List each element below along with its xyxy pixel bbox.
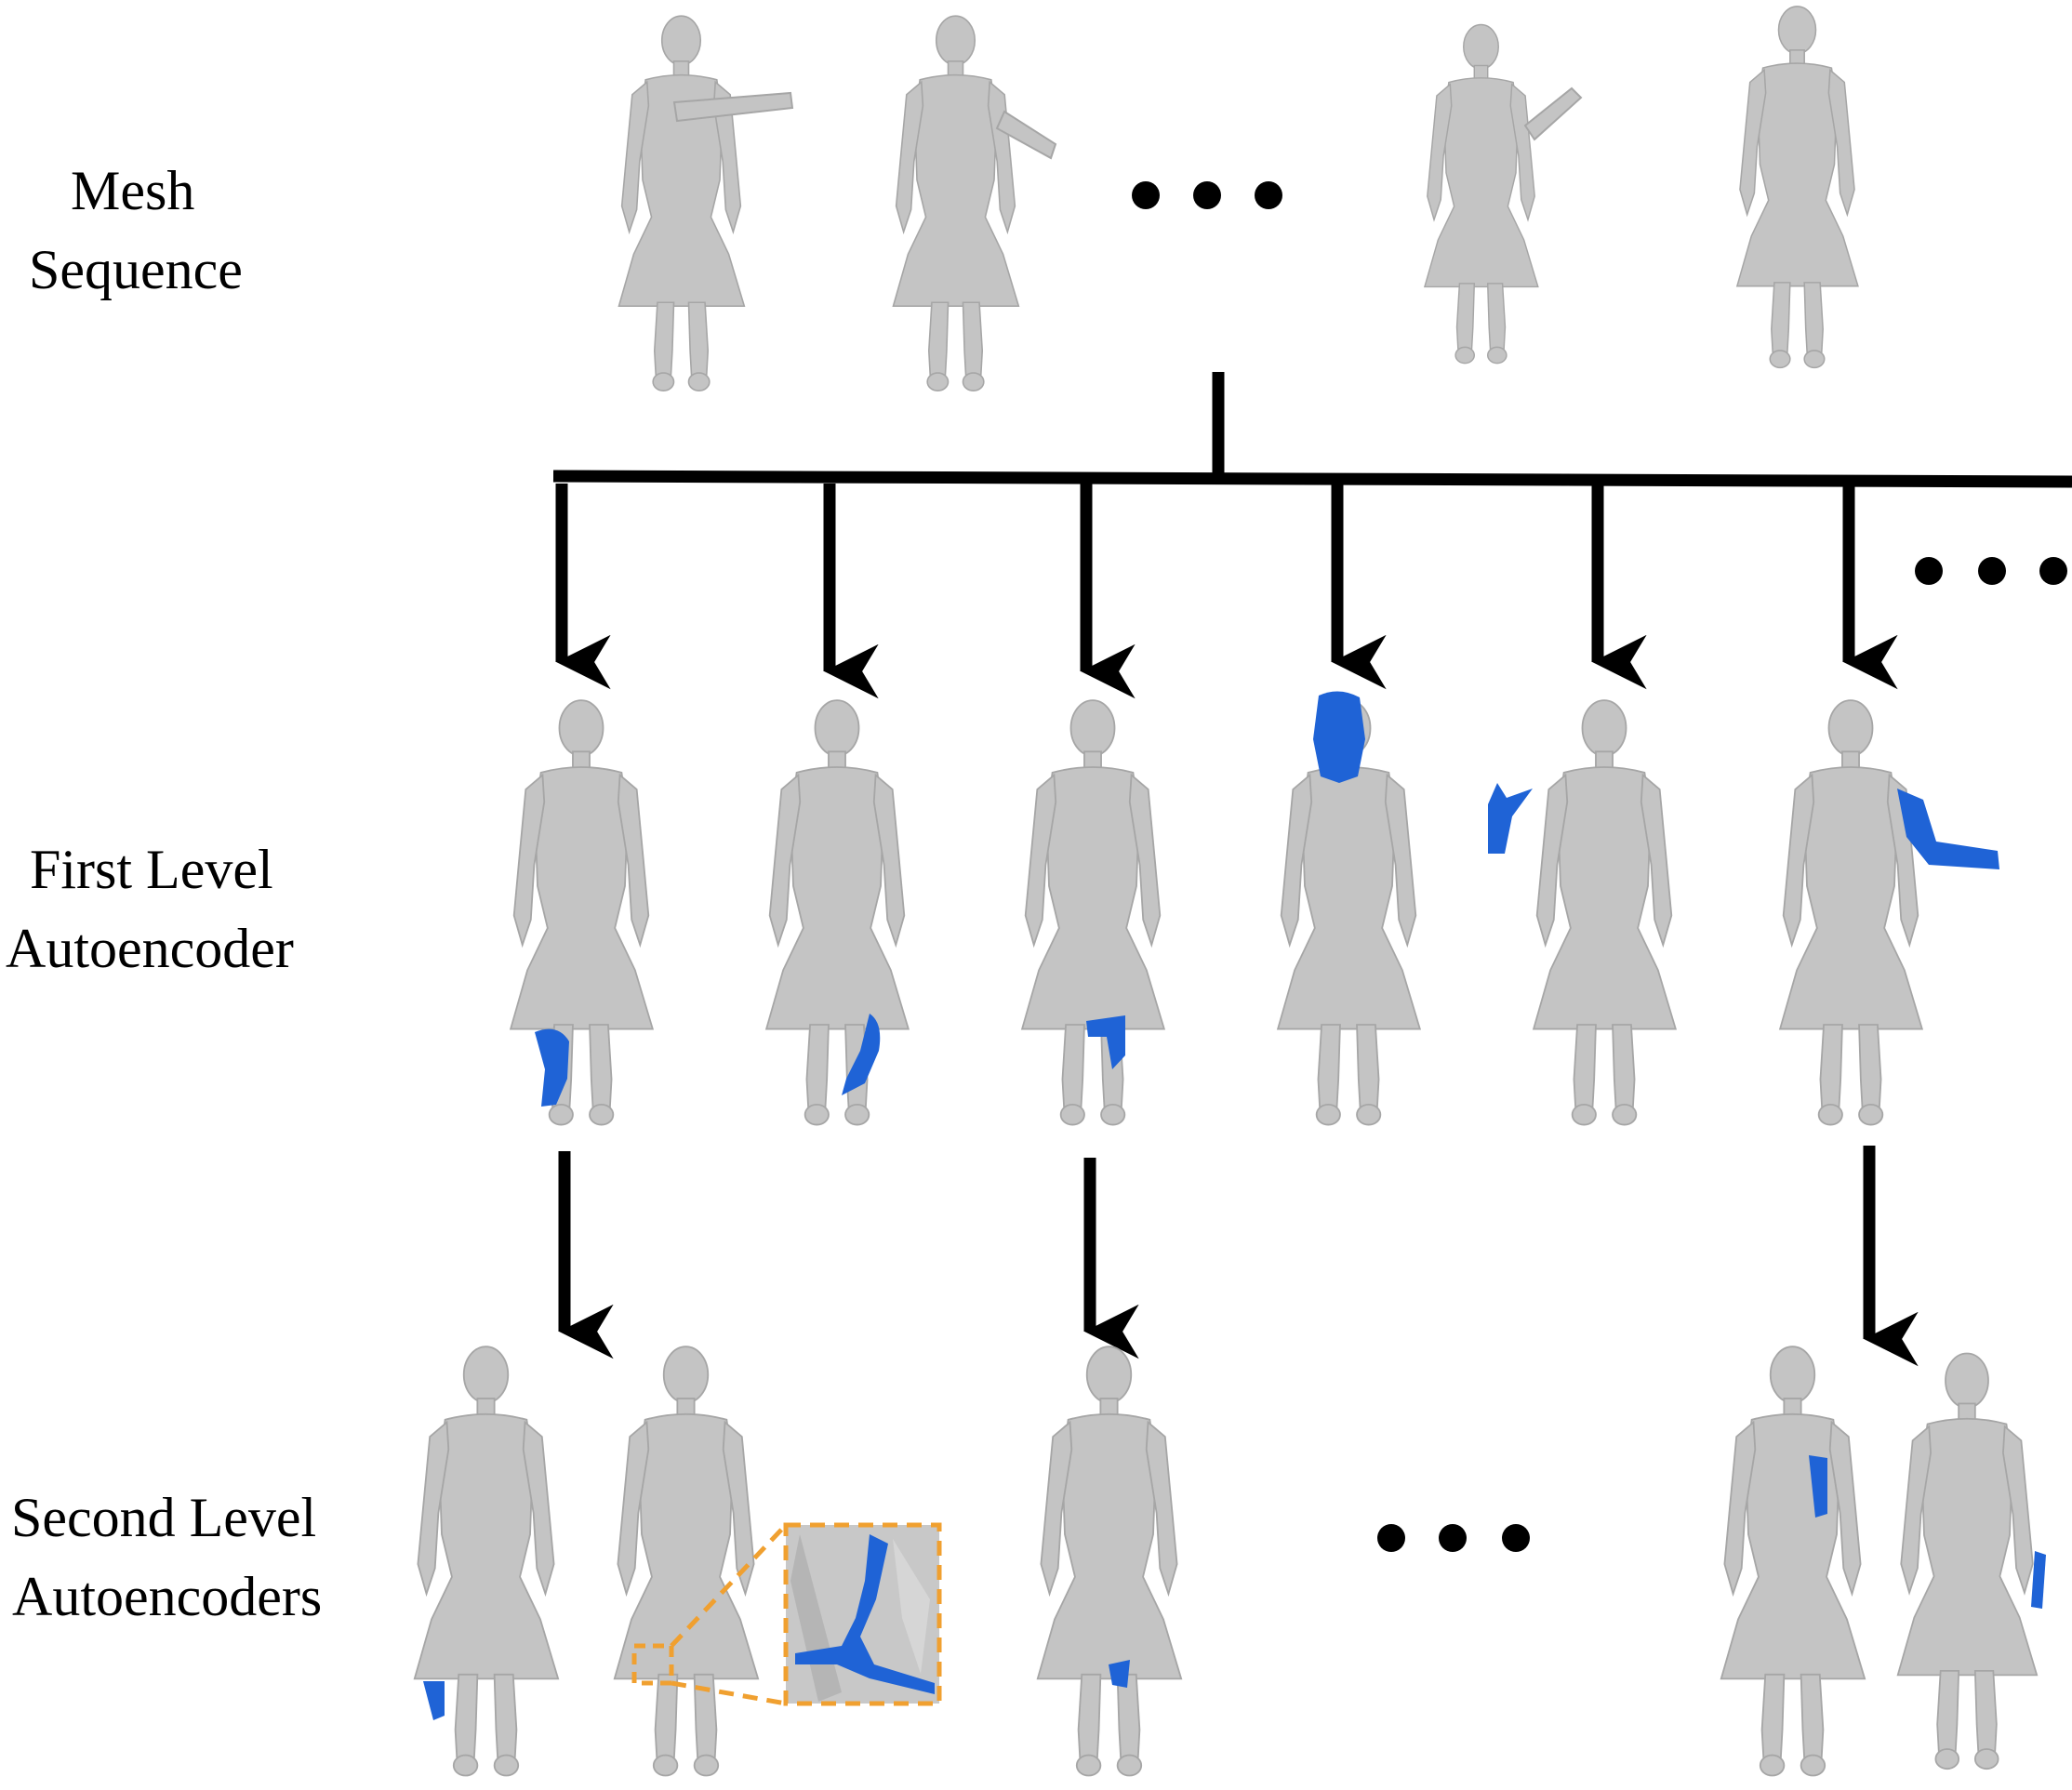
zoom-inset-border bbox=[783, 1522, 942, 1706]
second-level-figure bbox=[613, 1346, 760, 1777]
zoom-leader-line bbox=[670, 1523, 788, 1648]
zoom-inset-fold bbox=[893, 1539, 930, 1674]
zoom-inset-icon bbox=[631, 1522, 942, 1706]
first-level-arrows bbox=[555, 484, 1898, 699]
first-level-figure bbox=[510, 699, 654, 1126]
label-line: First Level bbox=[30, 839, 273, 900]
mesh-arm bbox=[995, 110, 1057, 160]
second-level-figure bbox=[1036, 1346, 1183, 1777]
mesh-figure bbox=[1735, 5, 1859, 369]
zoom-source-box bbox=[631, 1643, 674, 1686]
highlight-region bbox=[2031, 1551, 2046, 1609]
first-level-figure bbox=[1021, 699, 1165, 1126]
second-level-highlights bbox=[423, 1455, 2046, 1720]
second-level-figure bbox=[1896, 1352, 2039, 1770]
second-level-arrows bbox=[558, 1146, 1919, 1367]
first-level-label: First Level Autoencoder bbox=[6, 830, 294, 988]
label-line: Second Level bbox=[11, 1487, 317, 1548]
highlight-region bbox=[1809, 1455, 1827, 1518]
highlight-region bbox=[535, 1028, 569, 1107]
label-line: Autoencoders bbox=[12, 1566, 323, 1627]
label-line: Mesh bbox=[71, 160, 195, 221]
highlight-region bbox=[842, 1014, 881, 1095]
second-level-label: Second Level Autoencoders bbox=[11, 1478, 322, 1637]
first-level-figure bbox=[1533, 699, 1677, 1126]
ellipsis-dots-icon bbox=[1915, 557, 2067, 585]
first-level-highlights bbox=[535, 691, 1999, 1107]
highlight-region bbox=[1897, 789, 1999, 869]
mesh-sequence-label: Mesh Sequence bbox=[29, 152, 243, 310]
zoom-leader-line bbox=[671, 1680, 787, 1706]
highlight-region bbox=[1313, 691, 1365, 783]
ellipsis-dots-icon bbox=[1132, 181, 1282, 209]
first-level-row bbox=[510, 699, 1923, 1126]
ellipsis-dots-icon bbox=[1377, 1524, 1530, 1552]
first-level-figure bbox=[765, 699, 910, 1126]
mesh-figure bbox=[892, 15, 1020, 392]
highlight-region bbox=[1488, 783, 1533, 854]
mesh-arm bbox=[1523, 86, 1583, 141]
mesh-arm bbox=[672, 91, 794, 123]
first-level-figure bbox=[1779, 699, 1923, 1126]
mesh-figure bbox=[618, 15, 746, 392]
mesh-figure bbox=[1423, 23, 1539, 365]
label-line: Autoencoder bbox=[6, 918, 294, 979]
second-level-row bbox=[413, 1346, 2039, 1777]
label-line: Sequence bbox=[29, 239, 243, 300]
second-level-figure bbox=[1720, 1346, 1866, 1777]
highlight-region bbox=[795, 1534, 935, 1694]
mesh-sequence-row bbox=[618, 5, 1859, 392]
highlight-region bbox=[1109, 1660, 1130, 1688]
branch-connector bbox=[552, 372, 2072, 488]
highlight-region bbox=[423, 1681, 445, 1720]
highlight-region bbox=[1086, 1015, 1125, 1069]
